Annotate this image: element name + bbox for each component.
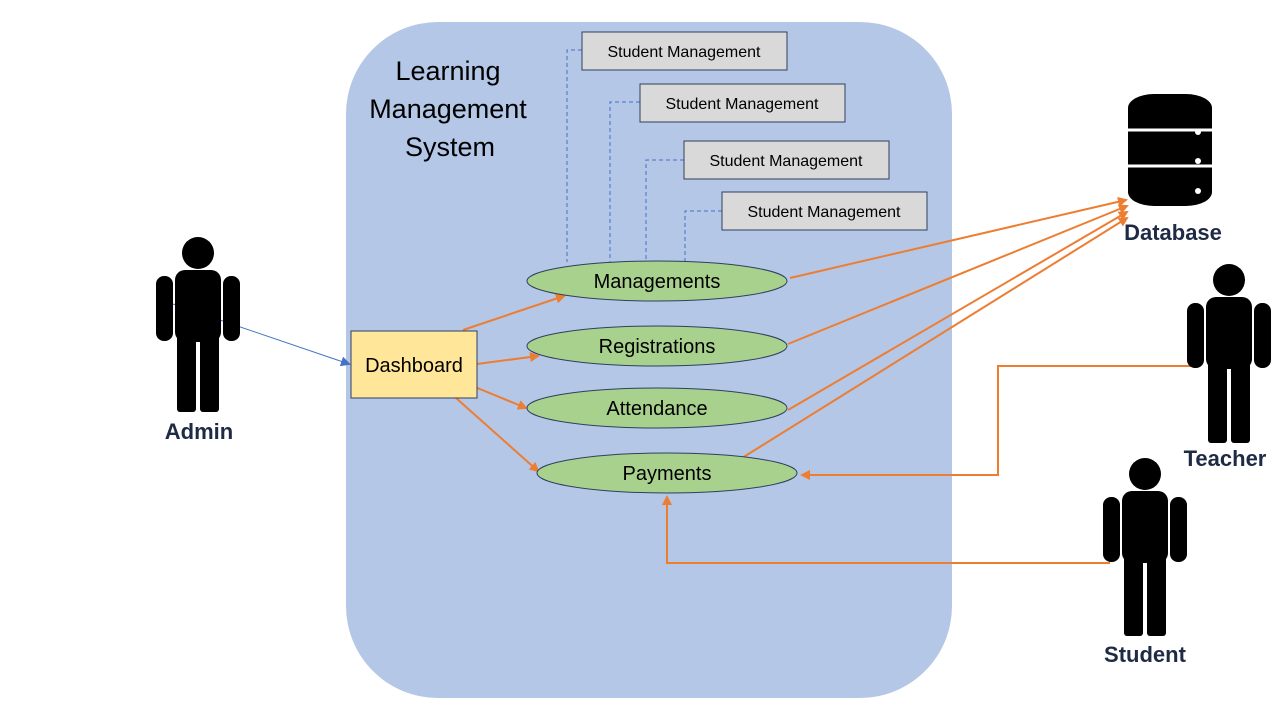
use-case-registrations: Registrations	[526, 325, 788, 367]
admin-label: Admin	[165, 419, 233, 444]
teacher-actor-icon	[1187, 264, 1271, 443]
dashboard-label: Dashboard	[365, 355, 463, 377]
arrow-student-payments	[662, 495, 1110, 564]
use-case-registrations-label: Registrations	[599, 336, 716, 358]
sub-box-1-label: Student Management	[608, 44, 762, 61]
use-case-payments: Payments	[536, 452, 798, 494]
sub-box-2: Student Management	[639, 83, 846, 123]
teacher-label: Teacher	[1184, 446, 1267, 471]
sub-box-1: Student Management	[581, 31, 788, 71]
dashboard-box: Dashboard	[350, 330, 478, 399]
sub-box-4: Student Management	[721, 191, 928, 231]
arrow-managements-database	[789, 196, 1128, 279]
arrow-dashboard-payments	[455, 397, 540, 473]
use-case-managements: Managements	[526, 260, 788, 302]
dashed-connectors	[566, 49, 722, 262]
student-label: Student	[1104, 642, 1187, 667]
database-icon	[1128, 94, 1212, 206]
use-case-payments-label: Payments	[623, 463, 712, 485]
dashboard-arrows	[455, 293, 566, 473]
database-arrows	[741, 196, 1129, 459]
sub-box-3-label: Student Management	[710, 153, 864, 170]
system-title-line-1: Learning	[395, 56, 500, 86]
sub-box-4-label: Student Management	[748, 204, 902, 221]
dashed-connector-4	[684, 210, 722, 262]
student-actor-icon	[1103, 458, 1187, 636]
arrow-dashboard-managements	[462, 293, 566, 331]
arrow-registrations-database	[787, 204, 1129, 345]
admin-actor-icon	[156, 237, 240, 412]
arrow-teacher-payments	[800, 365, 1198, 480]
sub-box-2-label: Student Management	[666, 96, 820, 113]
dashed-connector-1	[566, 49, 582, 262]
sub-box-3: Student Management	[683, 140, 890, 180]
system-title-line-2: Management	[369, 94, 527, 124]
dashed-connector-3	[645, 159, 684, 262]
system-title-line-3: System	[405, 132, 495, 162]
use-case-managements-label: Managements	[594, 271, 721, 293]
database-label: Database	[1124, 220, 1222, 245]
arrow-dashboard-attendance	[474, 386, 528, 410]
dashed-connector-2	[609, 101, 640, 262]
use-case-attendance-label: Attendance	[606, 398, 707, 420]
arrow-attendance-database	[787, 210, 1129, 411]
arrow-dashboard-registrations	[476, 352, 540, 365]
arrow-payments-database	[741, 216, 1129, 459]
use-case-attendance: Attendance	[526, 387, 788, 429]
